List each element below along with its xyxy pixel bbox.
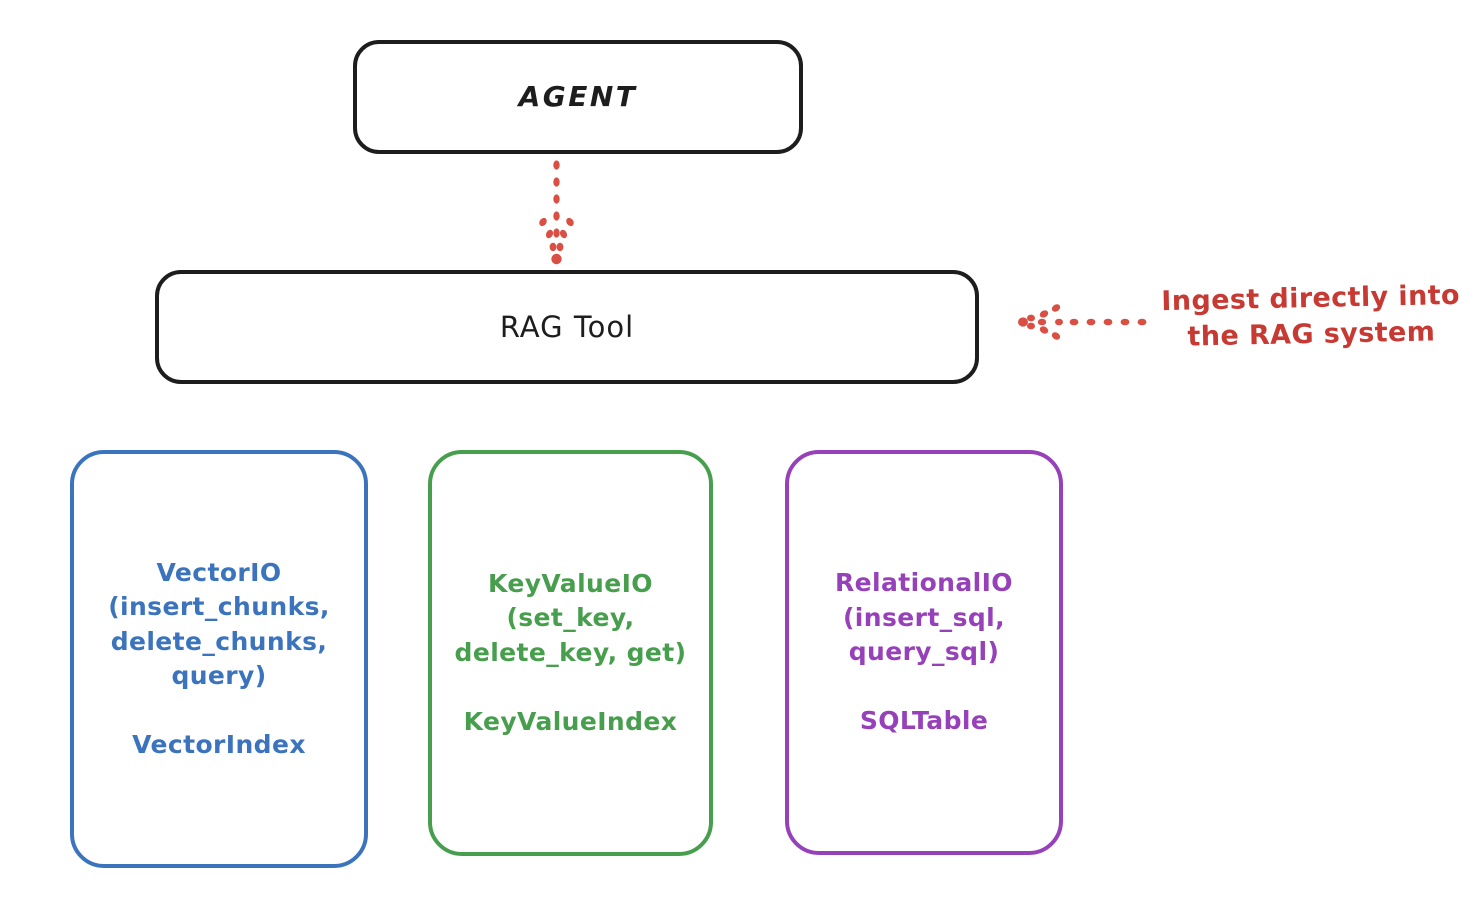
node-vector-io-label: VectorIO (insert_chunks, delete_chunks, … — [108, 557, 330, 760]
node-key-value-io-label: KeyValueIO (set_key, delete_key, get) Ke… — [454, 568, 687, 736]
node-relational-io[interactable]: RelationalIO (insert_sql, query_sql) SQL… — [785, 450, 1063, 855]
ingest-annotation-text: Ingest directly into the RAG system — [1161, 279, 1461, 353]
node-agent[interactable]: AGENT — [353, 40, 803, 154]
node-rag-tool[interactable]: RAG Tool — [155, 270, 979, 384]
node-vector-io[interactable]: VectorIO (insert_chunks, delete_chunks, … — [70, 450, 368, 868]
node-relational-io-label: RelationalIO (insert_sql, query_sql) SQL… — [835, 568, 1013, 736]
node-key-value-io[interactable]: KeyValueIO (set_key, delete_key, get) Ke… — [428, 450, 713, 856]
node-agent-label: AGENT — [518, 79, 638, 113]
node-rag-tool-label: RAG Tool — [499, 309, 635, 344]
ingest-into-rag-arrow — [1018, 304, 1147, 340]
agent-to-rag-tool-arrow — [539, 160, 574, 265]
